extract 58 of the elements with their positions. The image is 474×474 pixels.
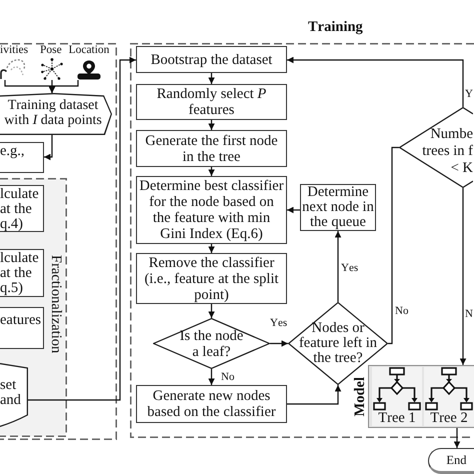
step-text: Generate the first node in the tree bbox=[144, 132, 279, 164]
tree-panel bbox=[372, 367, 422, 426]
source-label: Location bbox=[68, 44, 110, 57]
flow-arrow bbox=[208, 73, 215, 84]
decision-text: Nodes or feature left in the tree? bbox=[298, 321, 378, 366]
flow-arrow bbox=[287, 56, 464, 107]
step-text: Randomly select P features bbox=[156, 86, 268, 118]
dataset-shape bbox=[0, 93, 112, 135]
tree-label: Tree 1 bbox=[378, 411, 416, 426]
group-title: Fractionalization bbox=[48, 255, 64, 354]
flow-arrow bbox=[460, 188, 466, 365]
step-text: lculate at the q.5) bbox=[0, 251, 40, 296]
flow-arrow bbox=[454, 428, 460, 448]
process-box bbox=[0, 142, 44, 173]
flow-arrow bbox=[287, 385, 342, 405]
process-box bbox=[0, 307, 44, 349]
process-box bbox=[136, 46, 287, 73]
step-text: Generate new nodes based on the classifier bbox=[146, 388, 277, 420]
step-text: Determine best classifier for the node based on the feature with min Gini Index (Eq.6) bbox=[139, 178, 284, 242]
flow-arrow bbox=[208, 120, 215, 130]
decision-text: Is the node a leaf? bbox=[178, 328, 244, 360]
step-text: Bootstrap the dataset bbox=[150, 52, 272, 68]
process-box bbox=[136, 130, 287, 167]
step-text: Determine next node in the queue bbox=[301, 185, 375, 230]
source-label: Pose bbox=[40, 44, 62, 57]
edge-label: Yes bbox=[341, 262, 358, 274]
flow-arrow bbox=[208, 304, 215, 318]
storage-text: set and bbox=[0, 378, 22, 408]
terminal-text: End bbox=[446, 453, 467, 467]
terminator-shape bbox=[428, 448, 474, 474]
flow-arrow bbox=[208, 244, 215, 253]
edge-label: No bbox=[395, 305, 408, 317]
edge-label: Yes bbox=[270, 317, 288, 329]
edge-label: No bbox=[221, 371, 234, 383]
process-box bbox=[136, 84, 287, 120]
group-title: Training bbox=[308, 19, 363, 35]
connector-line bbox=[388, 146, 399, 344]
step-text: e.g., bbox=[0, 143, 25, 159]
model-label: Model bbox=[352, 377, 368, 416]
process-box bbox=[136, 385, 287, 423]
decision-text: Numbe trees in f < K bbox=[421, 126, 473, 177]
flow-arrow bbox=[208, 369, 215, 385]
flow-arrow bbox=[44, 135, 53, 160]
edge-label: N bbox=[465, 308, 473, 320]
step-text: eatures bbox=[0, 312, 42, 328]
source-label: ivities bbox=[0, 44, 28, 57]
flow-arrow bbox=[208, 167, 215, 176]
step-text: Remove the classifier (i.e., feature at the split point) bbox=[143, 254, 280, 302]
flow-arrow bbox=[287, 206, 300, 214]
tree-panel bbox=[424, 367, 474, 426]
step-text: lculate at the q.4) bbox=[0, 187, 40, 232]
tree-label: Tree 2 bbox=[430, 411, 468, 426]
edge-label: Y bbox=[465, 88, 473, 100]
dataset-text: Training dataset with I data points bbox=[3, 99, 103, 128]
flow-arrow bbox=[48, 80, 79, 93]
flow-arrow bbox=[270, 340, 288, 347]
flow-arrow bbox=[334, 231, 342, 302]
flow-arrow bbox=[28, 56, 136, 401]
